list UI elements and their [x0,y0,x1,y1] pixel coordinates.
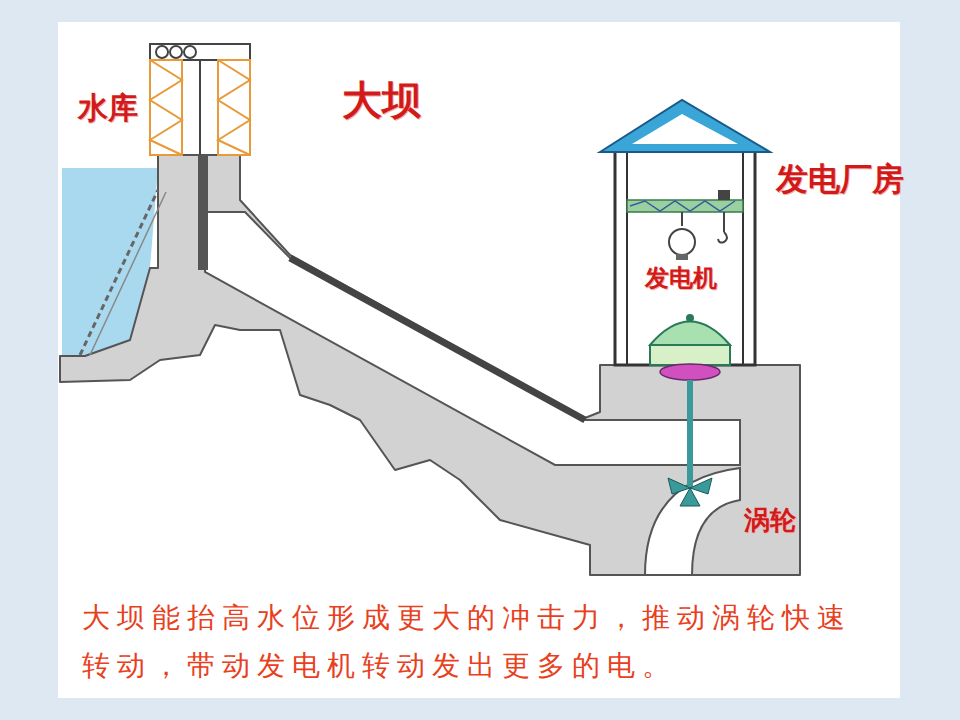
slide-panel [58,22,900,698]
pulley [156,46,168,58]
generator-cap [686,314,694,322]
reservoir-label: 水库 [78,90,138,126]
hoist-rope [199,60,201,155]
beam-truss [630,201,735,211]
diagram-title: 大坝 [342,76,422,124]
turbine-runner [668,478,712,506]
hook-rope [723,212,725,232]
gantry-crane [150,44,250,60]
caption-text: 大坝能抬高水位形成更大的冲击力，推动涡轮快速转动，带动发电机转动发出更多的电。 [82,594,882,690]
generator-label: 发电机 [645,264,717,293]
penstock [205,212,740,465]
trash-rack [90,192,166,355]
generator-base [660,364,720,380]
shaft [687,380,693,488]
crane-tower [150,60,182,155]
hook [718,232,727,243]
pulley [184,46,196,58]
generator [650,322,730,346]
crane-beam [627,200,743,212]
penstock-liner [290,258,585,420]
pillar [742,150,744,365]
dam-body [60,155,800,575]
generator-body [650,345,730,365]
powerhouse-label: 发电厂房 [776,160,904,198]
roof [600,100,770,152]
turbine-label: 涡轮 [744,505,796,536]
roof-inner [632,114,738,144]
crane-lattice [218,60,250,155]
trash-rack [80,190,158,355]
lamp-cord [681,212,683,226]
light-bulb [669,229,695,255]
crane-lattice [150,60,182,155]
pulley [170,46,182,58]
bulb-base [676,254,688,260]
crane-tower [218,60,250,155]
trolley [718,190,730,200]
pillar [626,150,628,365]
intake-gate [198,155,208,270]
powerhouse-frame [615,150,755,365]
